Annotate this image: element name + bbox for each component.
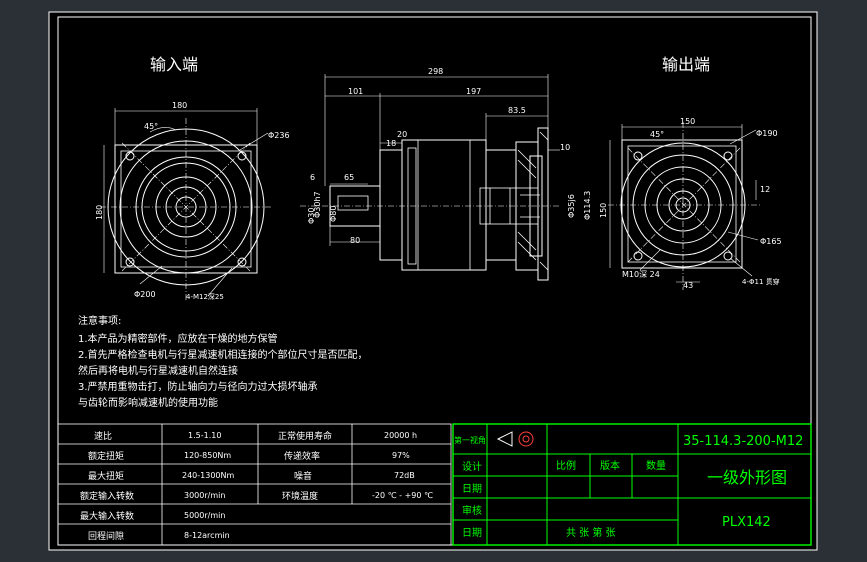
spec-label-5: 最大输入转数 bbox=[80, 510, 134, 522]
side-view: 298 101 197 83.5 20 18 10 65 6 80 Φ30 Φ3… bbox=[300, 67, 592, 281]
output-height-dim: 150 bbox=[599, 203, 608, 218]
tb-scale: 比例 bbox=[556, 459, 576, 472]
side-dia-shaft: Φ30 bbox=[307, 208, 316, 224]
tb-quantity: 数量 bbox=[646, 459, 666, 472]
input-pcd-dim: Φ236 bbox=[268, 131, 290, 140]
output-end-view: 150 150 45° Φ190 Φ165 12 43 M10深 24 4-Φ1… bbox=[599, 117, 782, 290]
side-key-width: 6 bbox=[310, 173, 315, 182]
side-right-dim: 197 bbox=[466, 87, 481, 96]
input-width-dim: 180 bbox=[172, 101, 187, 110]
input-bottom-dim: Φ200 bbox=[134, 290, 156, 299]
spec-value2-1: 20000 h bbox=[384, 431, 417, 440]
spec-value2-4: -20 ℃ - +90 ℃ bbox=[372, 491, 433, 500]
spec-value-2: 120-850Nm bbox=[184, 451, 231, 460]
notes-heading: 注意事项: bbox=[78, 314, 121, 327]
side-dia-pilot: Φ80 bbox=[329, 206, 338, 222]
spec-label2-1: 正常使用寿命 bbox=[278, 430, 332, 442]
output-hole-dim: Φ165 bbox=[760, 237, 782, 246]
spec-value-5: 5000r/min bbox=[184, 511, 225, 520]
title-block: 第一视角 设计 日期 审核 日期 比例 版本 数量 共 张 第 张 35-114… bbox=[452, 423, 812, 546]
side-flange-dim: 83.5 bbox=[508, 106, 526, 115]
spec-value-4: 3000r/min bbox=[184, 491, 225, 500]
input-holes-note: 4-M12深25 bbox=[186, 292, 224, 301]
notes-line-2: 2.首先严格检查电机与行星减速机相连接的个部位尺寸是否匹配， bbox=[78, 348, 368, 361]
input-height-dim: 180 bbox=[95, 205, 104, 220]
side-key-len: 65 bbox=[344, 173, 354, 182]
tb-review: 审核 bbox=[462, 504, 482, 517]
side-dia-shaft2: Φ30h7 bbox=[313, 191, 322, 218]
side-shaft-len: 80 bbox=[350, 236, 360, 245]
notes-block: 注意事项: 1.本产品为精密部件，应放在干燥的地方保管 2.首先严格检查电机与行… bbox=[78, 314, 368, 409]
side-d18: 18 bbox=[386, 139, 396, 148]
tb-drawing-title: 一级外形图 bbox=[707, 468, 787, 487]
spec-label-1: 速比 bbox=[94, 430, 112, 442]
output-width-dim: 150 bbox=[680, 117, 695, 126]
spec-label-3: 最大扭矩 bbox=[88, 470, 124, 482]
input-view-title: 输入端 bbox=[150, 55, 198, 74]
spec-label-2: 额定扭矩 bbox=[88, 450, 124, 462]
side-overall-dim: 298 bbox=[428, 67, 443, 76]
spec-label2-2: 传递效率 bbox=[284, 450, 320, 462]
spec-label2-3: 噪音 bbox=[294, 470, 312, 482]
spec-label-4: 额定输入转数 bbox=[80, 490, 134, 502]
side-d20: 20 bbox=[397, 130, 407, 139]
output-holes-note: 4-Φ11 贯穿 bbox=[742, 277, 780, 286]
side-d10: 10 bbox=[560, 143, 570, 152]
spec-table: 速比 1.5-1.10 正常使用寿命 20000 h 额定扭矩 120-850N… bbox=[57, 423, 452, 546]
notes-line-4: 3.严禁用重物击打，防止轴向力与径向力过大损坏轴承 bbox=[78, 380, 318, 393]
side-dia-out2: Φ35j6 bbox=[567, 194, 576, 218]
output-view-title: 输出端 bbox=[662, 55, 710, 74]
output-pcd-dim: Φ190 bbox=[756, 129, 778, 138]
spec-value2-2: 97% bbox=[392, 451, 410, 460]
output-angle-dim: 45° bbox=[650, 130, 664, 139]
first-angle-projection-icon bbox=[496, 431, 534, 447]
tb-design: 设计 bbox=[462, 460, 482, 473]
spec-label2-4: 环境温度 bbox=[282, 490, 318, 502]
output-thread-note: M10深 24 bbox=[622, 270, 660, 279]
input-end-view: 180 180 45° Φ236 Φ200 4-M12深25 bbox=[95, 101, 290, 301]
side-dia-out: Φ114.3 bbox=[583, 191, 592, 220]
tb-date2: 日期 bbox=[462, 527, 482, 539]
notes-line-3: 然后再将电机与行星减速机自然连接 bbox=[78, 364, 238, 377]
spec-value-6: 8-12arcmin bbox=[184, 531, 230, 540]
tb-model: PLX142 bbox=[722, 515, 771, 530]
spec-label-6: 回程间隙 bbox=[88, 530, 124, 542]
spec-value-1: 1.5-1.10 bbox=[188, 431, 221, 440]
input-angle-dim: 45° bbox=[144, 122, 158, 131]
output-dim-43: 43 bbox=[683, 281, 693, 290]
tb-version: 版本 bbox=[600, 459, 620, 472]
tb-drawing-number: 35-114.3-200-M12 bbox=[683, 434, 803, 449]
sheet-background bbox=[48, 11, 818, 551]
output-small-12: 12 bbox=[760, 185, 770, 194]
side-left-dim: 101 bbox=[348, 87, 363, 96]
notes-line-1: 1.本产品为精密部件，应放在干燥的地方保管 bbox=[78, 332, 278, 345]
tb-first-angle: 第一视角 bbox=[454, 435, 486, 445]
tb-sheet-info: 共 张 第 张 bbox=[566, 526, 616, 539]
notes-line-5: 与齿轮而影响减速机的使用功能 bbox=[78, 396, 218, 409]
spec-value2-3: 72dB bbox=[394, 471, 415, 480]
tb-date1: 日期 bbox=[462, 483, 482, 495]
spec-value-3: 240-1300Nm bbox=[182, 471, 235, 480]
